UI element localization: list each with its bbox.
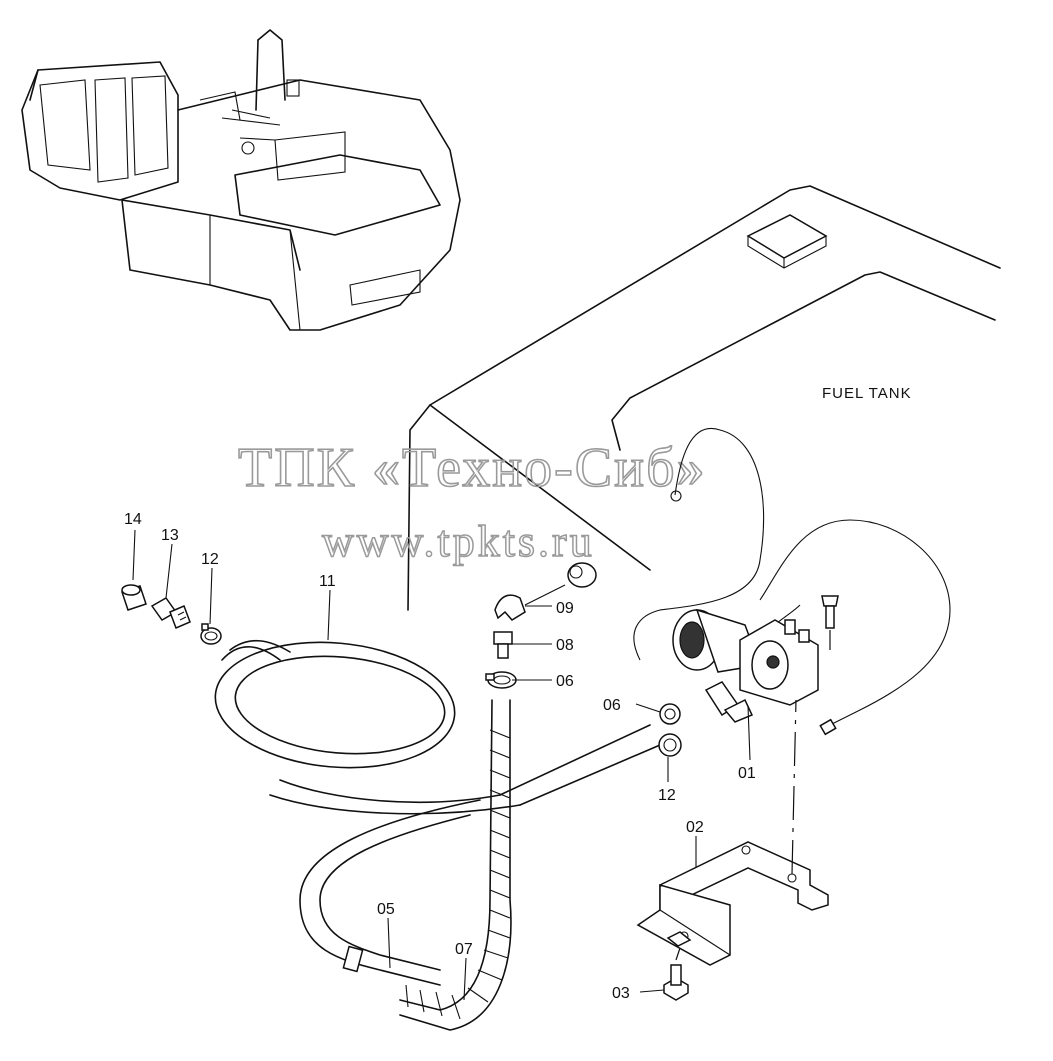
bolt-03 — [663, 931, 692, 1001]
bolt-upper — [821, 595, 839, 650]
connector-08 — [493, 631, 513, 659]
watermark: ТПК «Техно-Сиб» www.tpkts.ru — [237, 436, 707, 567]
excavator-overview — [21, 29, 461, 331]
hose-coil — [214, 639, 661, 815]
fuel-tank-label: FUEL TANK — [822, 385, 912, 402]
callout-02: 02 — [686, 819, 704, 836]
callout-07: 07 — [455, 941, 473, 958]
callout-06-right: 06 — [603, 697, 621, 714]
callouts: 14 13 12 11 09 08 06 06 01 12 02 05 07 0… — [124, 511, 756, 1002]
callout-01: 01 — [738, 765, 756, 782]
callout-14: 14 — [124, 511, 142, 528]
cap-14 — [121, 584, 147, 611]
callout-13: 13 — [161, 527, 179, 544]
watermark-url: www.tpkts.ru — [322, 517, 595, 566]
wiring-harness — [633, 427, 951, 736]
adaptor-13 — [150, 597, 191, 629]
watermark-title: ТПК «Техно-Сиб» — [238, 437, 707, 499]
callout-06-top: 06 — [556, 673, 574, 690]
callout-12-left: 12 — [201, 551, 219, 568]
callout-09: 09 — [556, 600, 574, 617]
bracket — [636, 699, 829, 966]
clamp-06-top — [485, 671, 517, 689]
spiral-guard — [399, 699, 512, 1031]
callout-05: 05 — [377, 901, 395, 918]
callout-11: 11 — [319, 573, 336, 590]
hose-05 — [299, 799, 481, 986]
elbow-09 — [494, 562, 597, 621]
fuel-tank-outline — [407, 185, 1001, 611]
clamp-12-left — [200, 623, 222, 645]
fuel-pump — [672, 608, 819, 723]
callout-08: 08 — [556, 637, 574, 654]
callout-03: 03 — [612, 985, 630, 1002]
leader-lines — [132, 529, 751, 1001]
clamp-12-right — [658, 733, 682, 757]
callout-12-right: 12 — [658, 787, 676, 804]
clamp-06-right — [659, 703, 681, 725]
